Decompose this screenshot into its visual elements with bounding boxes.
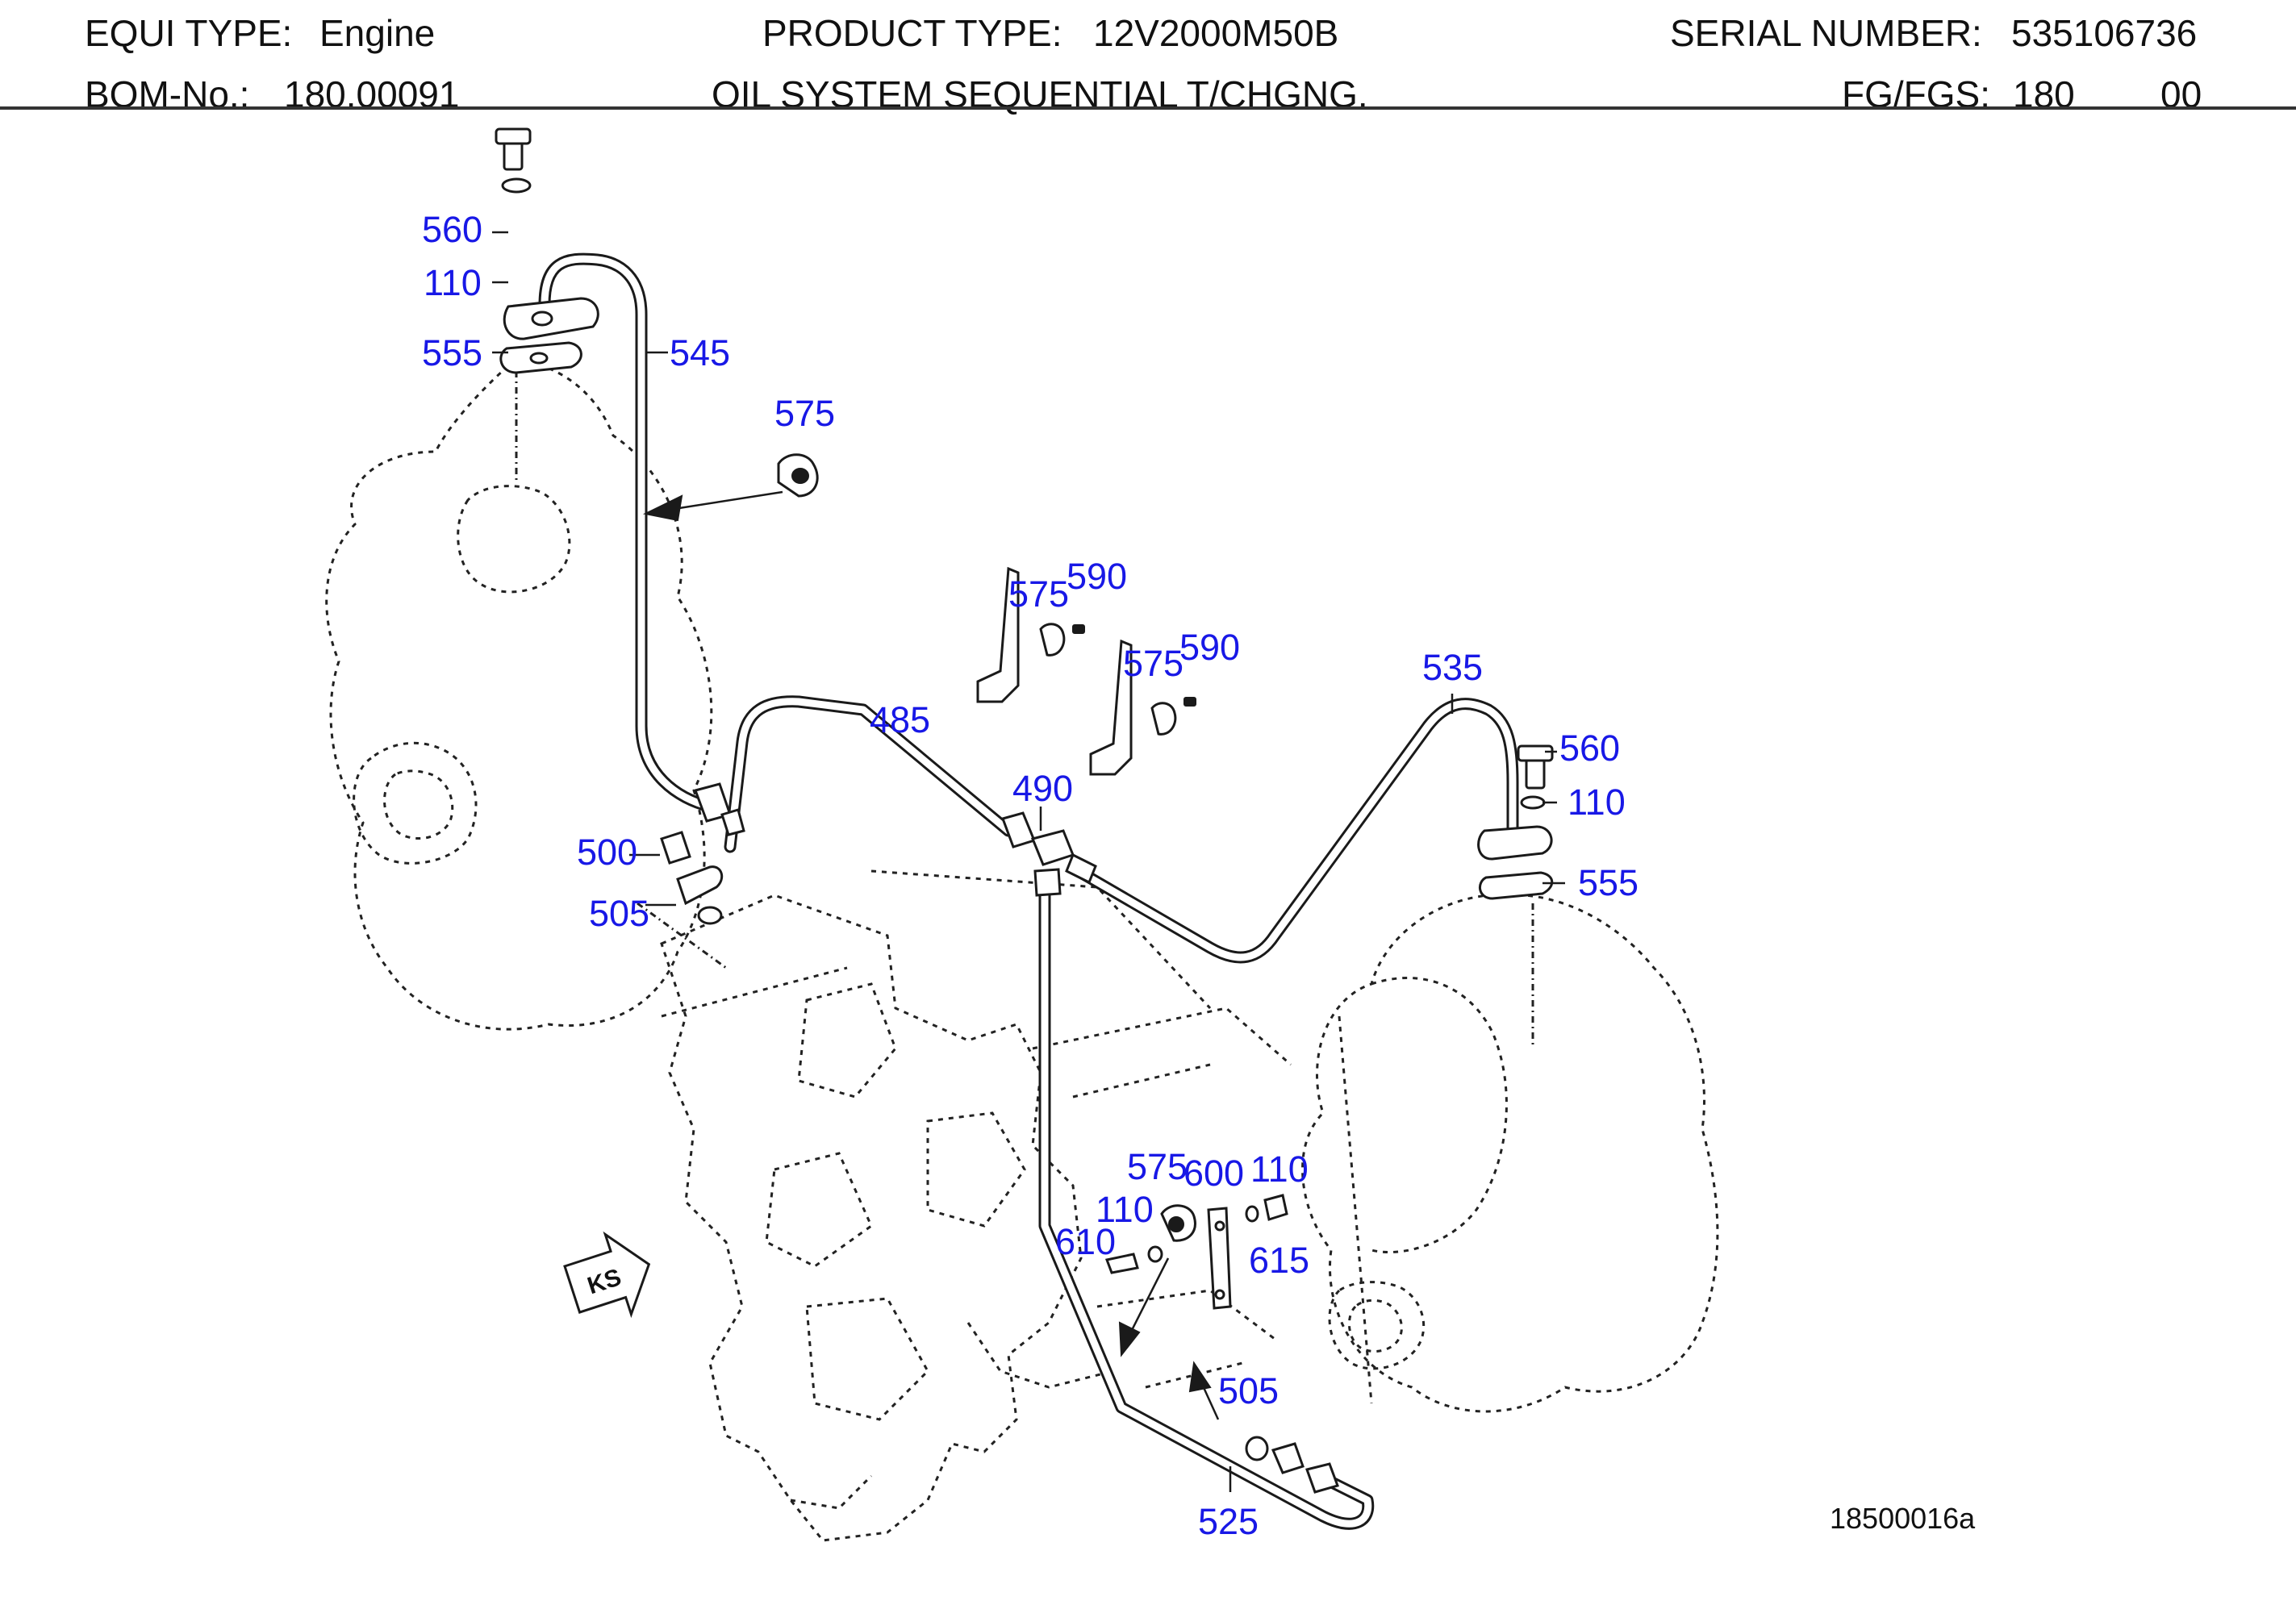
- callout-555-right: 555: [1578, 862, 1639, 903]
- callout-590-bracket-a: 590: [1067, 556, 1127, 597]
- callout-500: 500: [577, 832, 637, 873]
- callout-555-top-left: 555: [422, 332, 482, 373]
- callout-numbers: 560 110 555 545 575 575 590 575 590 535 …: [422, 209, 1639, 1542]
- product-type-label: PRODUCT TYPE:: [762, 12, 1062, 54]
- callout-485: 485: [870, 699, 930, 740]
- equi-type-label: EQUI TYPE:: [85, 12, 293, 54]
- callout-110-right: 110: [1568, 782, 1626, 823]
- callout-575-bracket-a: 575: [1008, 573, 1069, 615]
- serial-number-label: SERIAL NUMBER:: [1670, 12, 1982, 54]
- callout-590-bracket-b: 590: [1179, 627, 1240, 668]
- callout-575-upper: 575: [774, 393, 835, 434]
- engine-housing-outline: [325, 355, 1719, 1542]
- equi-type-value: Engine: [319, 12, 436, 54]
- callout-110-top-left: 110: [424, 262, 482, 303]
- callout-545: 545: [670, 332, 730, 373]
- callout-575-bracket-b: 575: [1123, 643, 1183, 684]
- ks-direction-mark: KS: [563, 1231, 651, 1319]
- callout-490: 490: [1012, 768, 1073, 809]
- header-divider: [0, 106, 2296, 110]
- callout-505-left: 505: [589, 893, 649, 934]
- callout-535: 535: [1422, 647, 1483, 688]
- callout-110-lower-right: 110: [1250, 1149, 1309, 1190]
- serial-number-value: 535106736: [2011, 12, 2198, 54]
- fittings: [495, 127, 1554, 1494]
- leader-lines: [492, 231, 1565, 1492]
- product-type-value: 12V2000M50B: [1093, 12, 1339, 54]
- callout-110-lower-left: 110: [1096, 1189, 1154, 1230]
- callout-615: 615: [1249, 1240, 1309, 1281]
- figure-id: 18500016a: [1830, 1502, 1976, 1535]
- callout-560-top-left: 560: [422, 209, 482, 250]
- oil-pipes: [538, 252, 1519, 1530]
- callout-600: 600: [1183, 1153, 1244, 1194]
- callout-575-lower: 575: [1127, 1146, 1188, 1187]
- callout-525: 525: [1198, 1501, 1259, 1542]
- callout-560-right: 560: [1559, 727, 1620, 769]
- callout-610: 610: [1055, 1221, 1116, 1262]
- callout-505-lower: 505: [1218, 1370, 1279, 1411]
